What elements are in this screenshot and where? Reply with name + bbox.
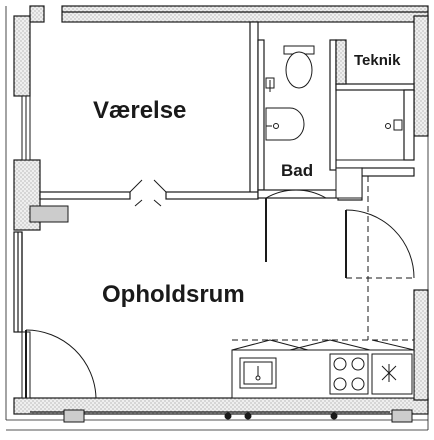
doors	[25, 179, 415, 399]
washbasin-icon	[265, 107, 305, 141]
dashed-lines	[232, 176, 414, 341]
stove-icon	[329, 353, 369, 395]
kitchen-sink-icon	[239, 357, 277, 389]
room-label-vaerelse: Værelse	[93, 97, 187, 124]
fridge-icon	[371, 353, 413, 395]
toilet-icon	[283, 45, 315, 89]
room-label-teknik: Teknik	[354, 52, 401, 69]
outer-walls	[5, 5, 429, 431]
bottom-rail	[90, 412, 390, 420]
room-label-opholdsrum: Opholdsrum	[102, 281, 245, 308]
room-label-bad: Bad	[281, 161, 314, 180]
columns	[29, 205, 413, 423]
bathroom-fittings	[265, 77, 405, 199]
